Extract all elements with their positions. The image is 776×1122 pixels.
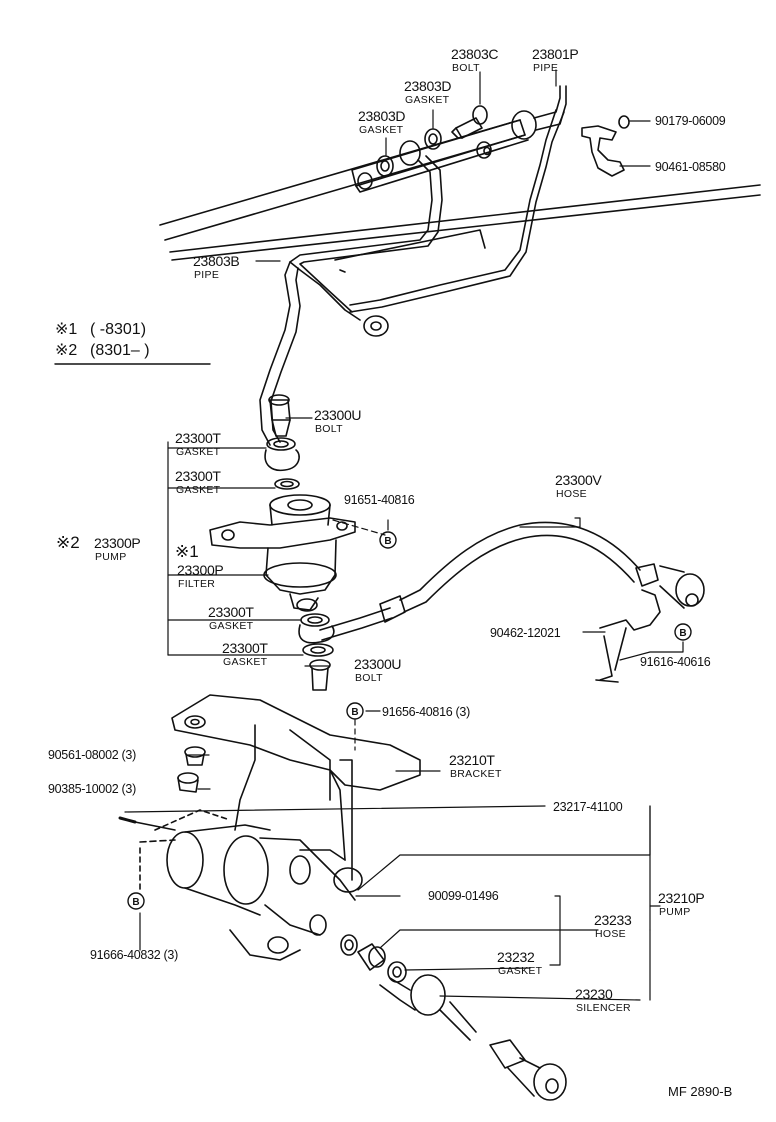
bolt-23300u-lower-shape: [309, 659, 331, 691]
injection-rail: [159, 119, 761, 261]
label-23300t-1-number: 23300T: [175, 430, 221, 446]
filter-pump-body: [209, 494, 356, 612]
label-23300t-3-name: GASKET: [209, 620, 254, 632]
label-90561: 90561-08002 (3): [48, 748, 136, 762]
callout-b-2: B: [679, 628, 686, 639]
gasket-23300t-lower-shapes: [298, 613, 335, 657]
label-23300u-lower-number: 23300U: [354, 656, 402, 672]
label-23230-number: 23230: [575, 986, 613, 1002]
label-23232-name: GASKET: [498, 965, 543, 977]
label-23300t-4-name: GASKET: [223, 656, 268, 668]
bracket-23210t-shape: [171, 694, 421, 881]
label-91656: 91656-40816 (3): [382, 705, 470, 719]
legend-mark1-range: ( -8301): [90, 321, 147, 338]
label-23217: 23217-41100: [553, 800, 623, 814]
leader-lines: [124, 69, 684, 1001]
label-23210t-name: BRACKET: [450, 768, 502, 780]
label-23803b-number: 23803B: [193, 253, 240, 269]
label-23300p-filter-name: FILTER: [178, 578, 216, 590]
label-23300t-1-name: GASKET: [176, 446, 221, 458]
label-23801p-name: PIPE: [533, 62, 559, 74]
label-23300p-filter-number: 23300P: [177, 562, 224, 578]
label-90385: 90385-10002 (3): [48, 782, 136, 796]
label-90099: 90099-01496: [428, 889, 499, 903]
label-23233-name: HOSE: [595, 928, 626, 940]
label-23300p-pump-name: PUMP: [95, 551, 127, 563]
label-23210t-number: 23210T: [449, 752, 495, 768]
callout-b-4: B: [132, 897, 139, 908]
label-23300t-4-number: 23300T: [222, 640, 268, 656]
label-23230-name: SILENCER: [576, 1002, 631, 1014]
label-23210p-number: 23210P: [658, 890, 705, 906]
gasket-23300t-upper-shapes: [264, 437, 300, 490]
legend-mark2-symbol: ※2: [55, 342, 78, 359]
label-23300t-2-number: 23300T: [175, 468, 221, 484]
label-23803b-name: PIPE: [194, 269, 220, 281]
callout-b-1: B: [384, 536, 391, 547]
cushion-90385-shape: [177, 772, 199, 793]
label-23801p-number: 23801P: [532, 46, 579, 62]
label-91666: 91666-40832 (3): [90, 948, 178, 962]
label-23300u-upper-number: 23300U: [314, 407, 362, 423]
label-23300u-upper-name: BOLT: [315, 423, 343, 435]
legend-mark2-range: (8301– ): [90, 342, 150, 359]
label-pump-mark: ※2: [56, 533, 80, 552]
label-90461: 90461-08580: [655, 160, 726, 174]
hose-23233-shape: [357, 943, 386, 971]
label-23803d-upper-name: GASKET: [405, 94, 450, 106]
label-filter-mark: ※1: [175, 542, 199, 561]
clamp-90461-shape: [581, 115, 630, 177]
hose-23300v-shape: [319, 521, 705, 641]
label-23300t-3-number: 23300T: [208, 604, 254, 620]
nut-90561-shape: [184, 746, 206, 766]
pipe-23801p-shape: [334, 85, 567, 313]
label-90179: 90179-06009: [655, 114, 726, 128]
gasket-23803d-pair: [376, 128, 442, 177]
bolt-23300u-upper-shape: [268, 394, 291, 437]
clamp-90462-shape: [595, 589, 661, 683]
ring-90099-shape: [340, 934, 358, 956]
label-23803d-lower-number: 23803D: [358, 108, 406, 124]
label-23300t-2-name: GASKET: [176, 484, 221, 496]
label-90462: 90462-12021: [490, 626, 561, 640]
label-23803c-name: BOLT: [452, 62, 480, 74]
label-23210p-name: PUMP: [659, 906, 691, 918]
callout-b-3: B: [351, 707, 358, 718]
label-23803d-lower-name: GASKET: [359, 124, 404, 136]
silencer-23230-shape: [379, 974, 567, 1101]
legend-mark1-symbol: ※1: [55, 321, 78, 338]
label-23300u-lower-name: BOLT: [355, 672, 383, 684]
drawing-code: MF 2890-B: [668, 1084, 733, 1099]
label-23300v-name: HOSE: [556, 488, 587, 500]
bolt-23803c-shape: [451, 105, 488, 139]
label-23300p-pump-number: 23300P: [94, 535, 141, 551]
pipe-23803b-shape: [259, 140, 443, 446]
callout-b-circles: [127, 531, 692, 910]
label-91616: 91616-40616: [640, 655, 711, 669]
label-23300v-number: 23300V: [555, 472, 602, 488]
pump-23210p-shape: [118, 809, 363, 961]
label-23803c-number: 23803C: [451, 46, 499, 62]
label-23803d-upper-number: 23803D: [404, 78, 452, 94]
label-23233-number: 23233: [594, 912, 632, 928]
label-23232-number: 23232: [497, 949, 535, 965]
label-91651: 91651-40816: [344, 493, 415, 507]
